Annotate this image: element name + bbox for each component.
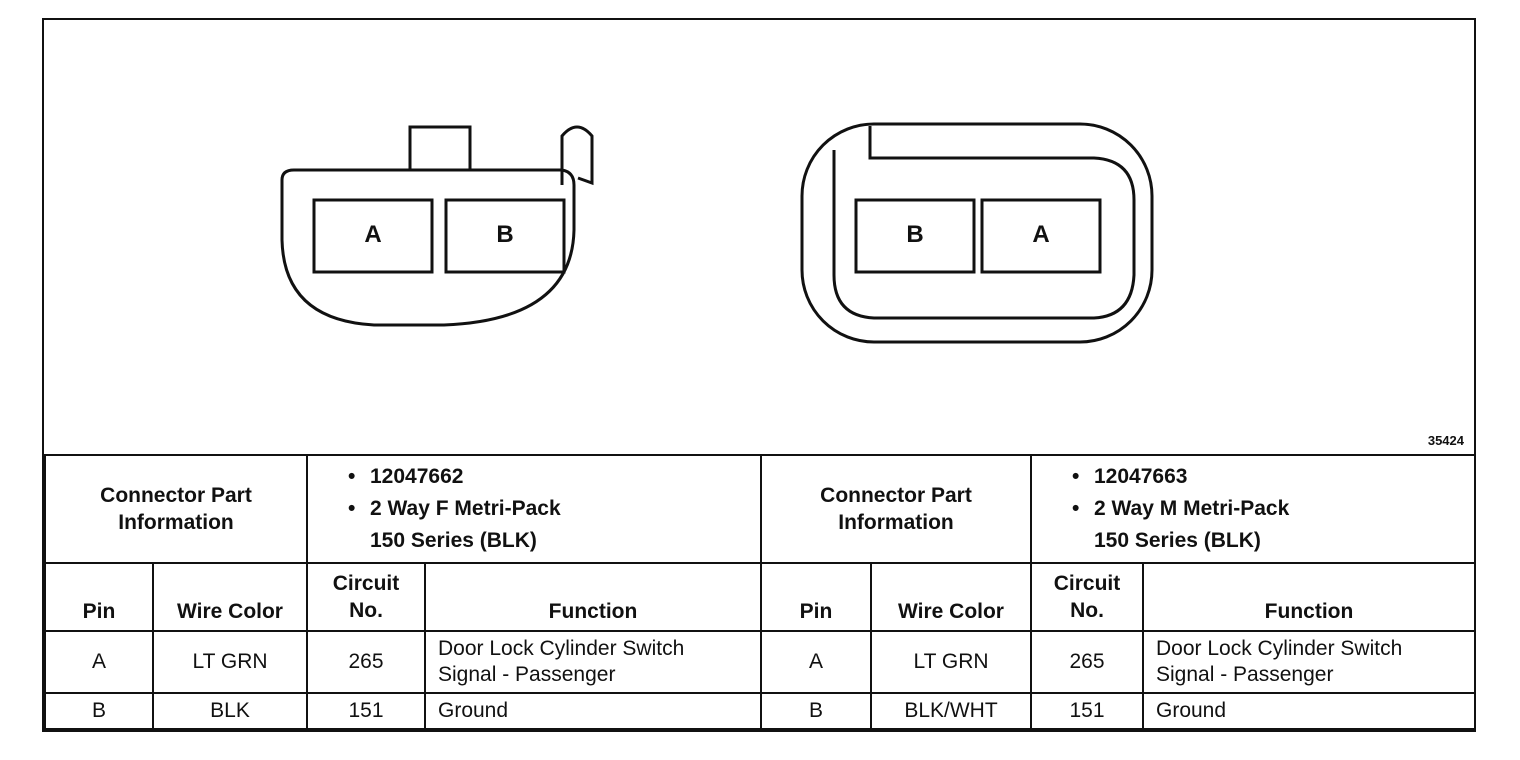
left-connector-cavities <box>312 198 566 274</box>
left-row-b-wire: BLK <box>152 692 308 730</box>
right-part-label: Connector Part Information <box>760 454 1032 564</box>
column-header-row: Pin Wire Color Circuit No. Function Pin … <box>44 562 1477 632</box>
right-row-b-circuit: 151 <box>1030 692 1144 730</box>
right-part-number: 12047663 <box>1072 461 1468 493</box>
connector-info-table-wrap: Connector Part Information 12047662 2 Wa… <box>44 454 1477 730</box>
left-connector-body <box>280 125 594 327</box>
connector-info-table: Connector Part Information 12047662 2 Wa… <box>44 454 1477 730</box>
right-row-b-wire: BLK/WHT <box>870 692 1032 730</box>
right-col-pin: Pin <box>760 562 872 632</box>
right-row-a-function: Door Lock Cylinder Switch Signal - Passe… <box>1141 630 1477 694</box>
left-part-label: Connector Part Information <box>44 454 308 564</box>
left-row-a-function: Door Lock Cylinder Switch Signal - Passe… <box>424 630 762 694</box>
left-cavity-a <box>312 198 434 274</box>
right-pin-label-a: A <box>1032 221 1050 248</box>
left-col-circuit: Circuit No. <box>306 562 426 632</box>
figure-number: 35424 <box>1427 433 1464 448</box>
right-cavity-b <box>854 198 976 274</box>
right-row-a-circuit: 265 <box>1030 630 1144 694</box>
connector-drawing-area: A B B A 35424 <box>44 20 1474 454</box>
right-col-function: Function <box>1141 562 1477 632</box>
right-row-b-pin: B <box>760 692 872 730</box>
right-part-type: 2 Way M Metri-Pack 150 Series (BLK) <box>1072 493 1468 557</box>
right-row-a-pin: A <box>760 630 872 694</box>
left-row-a-wire: LT GRN <box>152 630 308 694</box>
part-info-row: Connector Part Information 12047662 2 Wa… <box>44 454 1477 564</box>
left-row-a-circuit: 265 <box>306 630 426 694</box>
left-row-a-pin: A <box>44 630 154 694</box>
right-col-circuit: Circuit No. <box>1030 562 1144 632</box>
left-row-b-function: Ground <box>424 692 762 730</box>
left-part-info: 12047662 2 Way F Metri-Pack 150 Series (… <box>306 454 762 564</box>
right-connector-cavities <box>854 198 1102 274</box>
left-cavity-b <box>444 198 566 274</box>
right-row-a-wire: LT GRN <box>870 630 1032 694</box>
left-col-function: Function <box>424 562 762 632</box>
connector-diagram-frame: A B B A 35424 Connector Part Information… <box>42 18 1477 732</box>
right-cavity-a <box>980 198 1102 274</box>
right-col-wire-color: Wire Color <box>870 562 1032 632</box>
right-pin-label-b: B <box>906 221 924 248</box>
table-row: B BLK 151 Ground B BLK/WHT 151 Ground <box>44 692 1477 730</box>
left-row-b-pin: B <box>44 692 154 730</box>
left-col-pin: Pin <box>44 562 154 632</box>
right-connector-body <box>800 122 1154 344</box>
right-part-info: 12047663 2 Way M Metri-Pack 150 Series (… <box>1029 454 1477 564</box>
left-pin-label-b: B <box>496 221 514 248</box>
left-pin-label-a: A <box>364 221 382 248</box>
left-part-type: 2 Way F Metri-Pack 150 Series (BLK) <box>348 493 754 557</box>
left-part-number: 12047662 <box>348 461 754 493</box>
connector-drawing <box>280 122 1154 344</box>
right-row-b-function: Ground <box>1141 692 1477 730</box>
left-col-wire-color: Wire Color <box>152 562 308 632</box>
table-row: A LT GRN 265 Door Lock Cylinder Switch S… <box>44 630 1477 694</box>
left-row-b-circuit: 151 <box>306 692 426 730</box>
